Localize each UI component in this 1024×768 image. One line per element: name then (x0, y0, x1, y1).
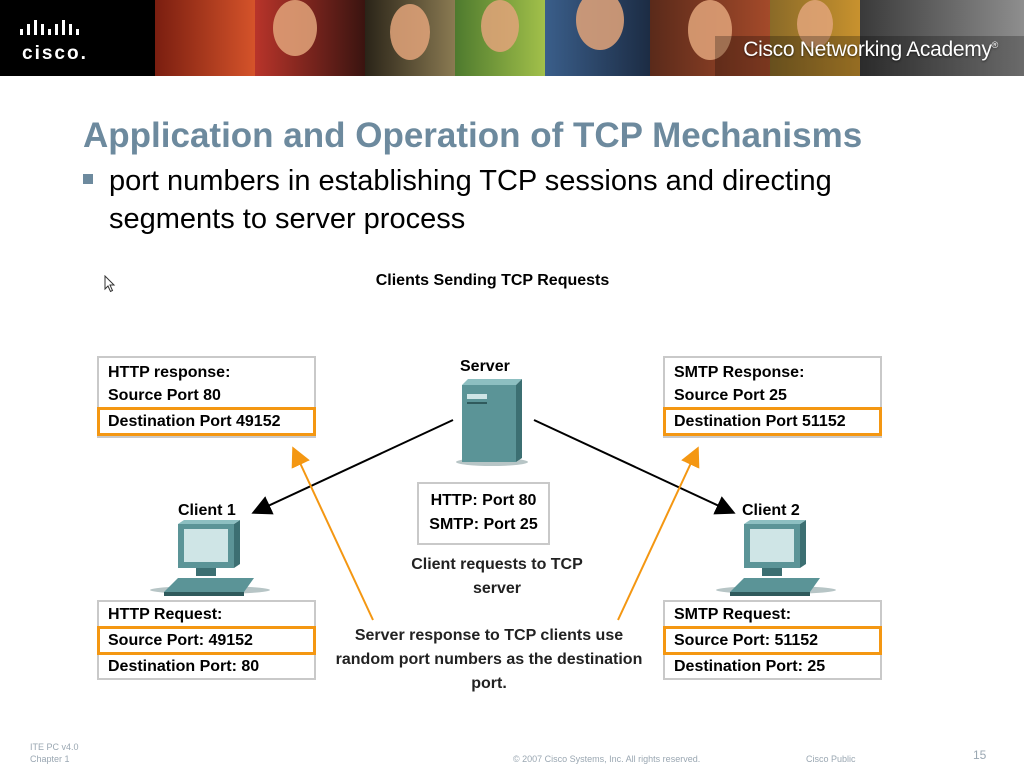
academy-text: Cisco Networking Academy (743, 38, 992, 61)
http-request-destination-port: Destination Port: 80 (108, 658, 260, 675)
arrow-response-http (291, 446, 374, 621)
cisco-logo-text: cisco. (22, 43, 88, 64)
server-ports-box: HTTP: Port 80 SMTP: Port 25 (417, 482, 550, 545)
footer-course: ITE PC v4.0 (30, 742, 79, 752)
smtp-response-box: SMTP Response: Source Port 25 Destinatio… (663, 356, 882, 438)
smtp-request-source-port: Source Port: 51152 (663, 626, 882, 655)
smtp-port-label: SMTP: Port 25 (429, 516, 538, 533)
page-number: 15 (973, 748, 987, 762)
client2-computer-icon (716, 520, 836, 596)
http-request-source-port: Source Port: 49152 (97, 626, 316, 655)
cisco-logo: cisco. (0, 0, 155, 76)
diagram-title: Clients Sending TCP Requests (375, 272, 610, 289)
footer-copyright: © 2007 Cisco Systems, Inc. All rights re… (513, 754, 701, 764)
registered-mark: ® (991, 40, 999, 50)
smtp-request-box: SMTP Request: Source Port: 51152 Destina… (663, 600, 882, 680)
http-request-box: HTTP Request: Source Port: 49152 Destina… (97, 600, 316, 680)
client1-computer-icon (150, 520, 270, 596)
http-response-source-port: Source Port 80 (108, 387, 221, 404)
smtp-response-source-port: Source Port 25 (674, 387, 787, 404)
response-note: Server response to TCP clients use rando… (335, 627, 643, 692)
client2-label: Client 2 (742, 502, 800, 519)
slide-title: Application and Operation of TCP Mechani… (83, 116, 863, 155)
request-note: Client requests to TCP server (411, 556, 583, 597)
academy-wordmark: Cisco Networking Academy® (743, 38, 998, 62)
smtp-response-heading: SMTP Response: (674, 364, 805, 381)
square-bullet-icon (83, 174, 93, 184)
cisco-bridge-icon (20, 20, 79, 35)
smtp-request-heading: SMTP Request: (674, 606, 792, 623)
server-label: Server (460, 358, 510, 375)
http-response-box: HTTP response: Source Port 80 Destinatio… (97, 356, 316, 438)
http-request-heading: HTTP Request: (108, 606, 223, 623)
banner-photo-strip (155, 0, 1024, 76)
smtp-request-destination-port: Destination Port: 25 (674, 658, 826, 675)
server-icon (456, 379, 528, 466)
client1-label: Client 1 (178, 502, 236, 519)
http-port-label: HTTP: Port 80 (430, 492, 537, 509)
http-response-heading: HTTP response: (108, 364, 231, 381)
footer-classification: Cisco Public (806, 754, 856, 764)
footer-chapter: Chapter 1 (30, 754, 70, 764)
header-banner: cisco. Cisco Networ (0, 0, 1024, 76)
mouse-pointer-icon (104, 275, 116, 293)
arrow-response-smtp (617, 446, 700, 621)
http-response-destination-port: Destination Port 49152 (97, 407, 316, 436)
smtp-response-destination-port: Destination Port 51152 (663, 407, 882, 436)
bullet-text: port numbers in establishing TCP session… (109, 165, 832, 235)
